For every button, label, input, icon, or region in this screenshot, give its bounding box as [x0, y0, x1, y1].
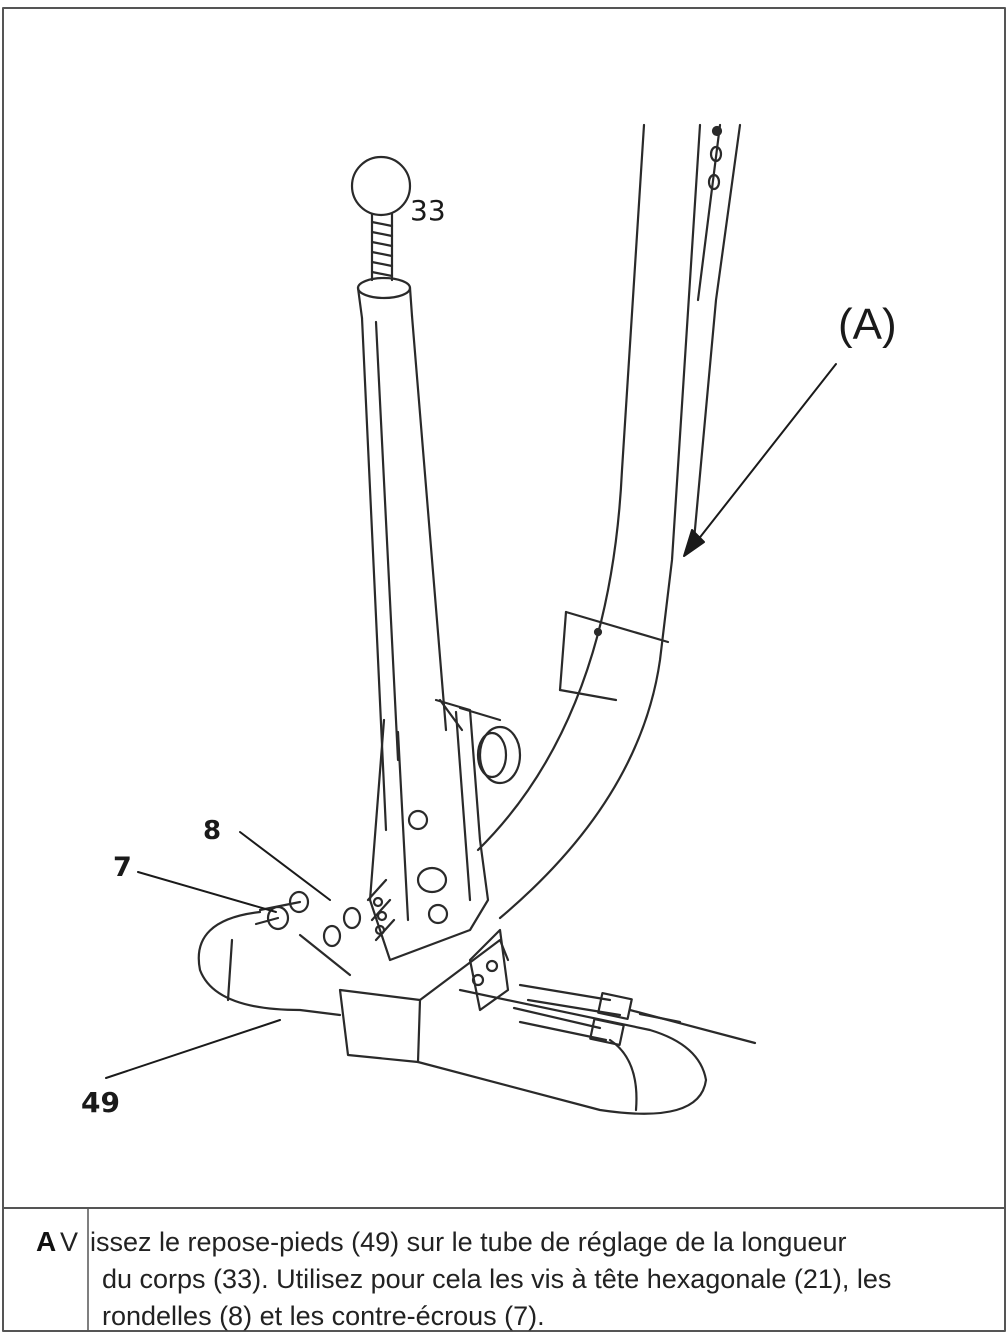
- callout-49: 49: [81, 1086, 120, 1119]
- leader-A: [689, 363, 837, 551]
- callout-7: 7: [113, 852, 132, 883]
- arrowhead-A: [683, 529, 705, 557]
- instruction-line-3: rondelles (8) et les contre-écrous (7).: [102, 1301, 545, 1331]
- clamp-bracket: [368, 698, 522, 962]
- instruction-line-1-lead: V: [60, 1227, 79, 1257]
- leader-lines: [105, 363, 837, 1079]
- callout-8: 8: [203, 816, 222, 846]
- callout-33: 33: [410, 194, 446, 227]
- figure-border: [2, 7, 1006, 1332]
- leader-49: [105, 1019, 281, 1079]
- callout-A: (A): [838, 300, 897, 349]
- instruction-line-1-rest: issez le repose-pieds (49) sur le tube d…: [90, 1227, 847, 1257]
- footrest-49: [197, 910, 708, 1115]
- adjustment-tube-33: [350, 155, 448, 832]
- leader-8: [239, 831, 331, 901]
- frame-tube-A: [476, 123, 742, 920]
- hex-bolts-21: [512, 983, 757, 1047]
- washers-and-nuts: [254, 878, 396, 948]
- leader-7: [137, 871, 277, 913]
- step-letter: A: [36, 1226, 57, 1257]
- instruction-line-2: du corps (33). Utilisez pour cela les vi…: [102, 1264, 892, 1294]
